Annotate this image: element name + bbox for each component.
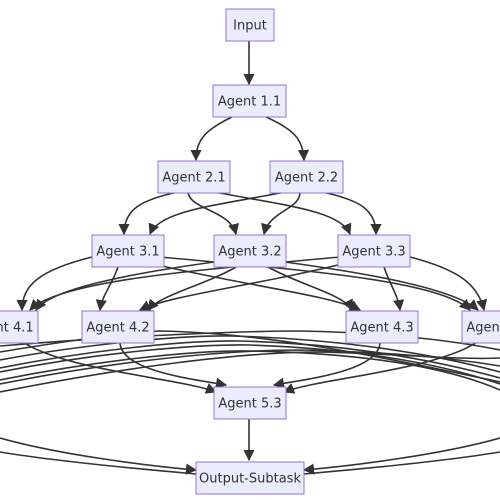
node-agent-2-1-label: Agent 2.1 bbox=[162, 171, 225, 186]
edge-bundle-1 bbox=[0, 335, 500, 373]
node-agent-4-4-label: Agent 4.4 bbox=[466, 321, 500, 336]
edge-agent-3-3-to-agent-4-4 bbox=[409, 256, 488, 312]
node-agent-3-2-label: Agent 3.2 bbox=[218, 245, 281, 260]
edge-bundle-3 bbox=[0, 344, 500, 385]
edge-left-to-output bbox=[0, 437, 198, 475]
node-agent-2-2[interactable]: Agent 2.2 bbox=[269, 160, 344, 194]
edge-agent-2-1-to-agent-3-3 bbox=[214, 191, 352, 236]
node-agent-4-3-label: Agent 4.3 bbox=[350, 321, 413, 336]
node-agent-4-2-label: Agent 4.2 bbox=[86, 321, 149, 336]
edges-layer bbox=[0, 41, 500, 475]
edge-agent-3-3-to-agent-4-2 bbox=[138, 261, 351, 311]
node-agent-3-2[interactable]: Agent 3.2 bbox=[213, 234, 287, 268]
edge-agent-4-4-to-agent-5-3 bbox=[282, 339, 481, 394]
node-agent-4-2[interactable]: Agent 4.2 bbox=[81, 310, 155, 344]
edge-agent-2-2-to-agent-3-1 bbox=[148, 191, 286, 236]
edge-agent-3-2-to-agent-4-4 bbox=[284, 261, 479, 311]
edge-bundle-2 bbox=[0, 340, 500, 379]
edge-agent-3-2-to-agent-4-3 bbox=[267, 266, 353, 312]
node-agent-4-4[interactable]: Agent 4.4 bbox=[461, 310, 500, 344]
edge-agent-2-2-to-agent-3-2 bbox=[261, 191, 301, 236]
edge-left-to-output-2 bbox=[0, 451, 197, 475]
node-agent-4-1-label: Agent 4.1 bbox=[0, 321, 34, 336]
node-agent-5-3-label: Agent 5.3 bbox=[218, 397, 281, 412]
node-agent-5-3[interactable]: Agent 5.3 bbox=[213, 386, 287, 420]
node-agent-3-3-label: Agent 3.3 bbox=[342, 245, 405, 260]
nodes-layer: Input Agent 1.1 Agent 2.1 Agent 2.2 Agen… bbox=[0, 8, 500, 495]
node-input[interactable]: Input bbox=[225, 8, 275, 42]
edge-agent-3-1-to-agent-4-3 bbox=[144, 261, 362, 311]
edge-agent-2-2-to-agent-3-3 bbox=[321, 191, 382, 236]
edge-agent-4-1-to-agent-5-3 bbox=[19, 339, 218, 394]
edge-agent-2-1-to-agent-3-2 bbox=[187, 191, 239, 236]
node-agent-2-2-label: Agent 2.2 bbox=[275, 171, 338, 186]
node-input-label: Input bbox=[233, 19, 267, 34]
edge-agent-1-1-to-agent-2-2 bbox=[265, 116, 310, 162]
node-agent-1-1-label: Agent 1.1 bbox=[218, 95, 281, 110]
node-agent-3-3[interactable]: Agent 3.3 bbox=[337, 234, 411, 268]
edge-agent-3-3-to-agent-4-3 bbox=[383, 266, 405, 312]
node-agent-3-1-label: Agent 3.1 bbox=[96, 245, 159, 260]
edge-right-to-output-2 bbox=[303, 451, 500, 475]
node-agent-4-1[interactable]: Agent 4.1 bbox=[0, 310, 39, 344]
edge-agent-1-1-to-agent-2-1 bbox=[190, 116, 233, 162]
edge-bundle-8 bbox=[0, 351, 500, 393]
edge-agent-4-2-to-agent-5-3 bbox=[119, 341, 228, 389]
node-agent-4-3[interactable]: Agent 4.3 bbox=[345, 310, 419, 344]
node-agent-2-1[interactable]: Agent 2.1 bbox=[157, 160, 231, 194]
edge-agent-3-1-to-agent-4-4 bbox=[159, 256, 471, 311]
edge-agent-2-1-to-agent-3-1 bbox=[118, 191, 179, 236]
edge-agent-3-3-to-agent-4-1 bbox=[29, 256, 341, 311]
edge-agent-3-1-to-agent-4-2 bbox=[95, 266, 119, 312]
edge-right-to-output bbox=[302, 437, 500, 475]
edge-agent-3-2-to-agent-4-1 bbox=[35, 261, 215, 311]
node-output-subtask-label: Output-Subtask bbox=[199, 472, 301, 487]
node-agent-1-1[interactable]: Agent 1.1 bbox=[212, 84, 287, 118]
edge-agent-3-1-to-agent-4-1 bbox=[16, 256, 93, 312]
node-output-subtask[interactable]: Output-Subtask bbox=[195, 461, 305, 495]
node-agent-3-1[interactable]: Agent 3.1 bbox=[91, 234, 165, 268]
